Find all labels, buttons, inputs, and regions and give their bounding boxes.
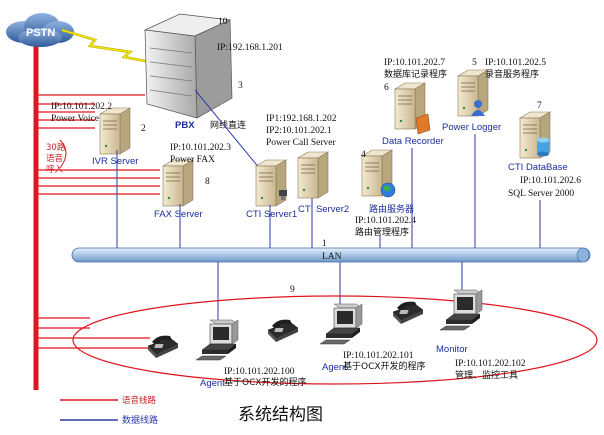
label-7: 7 (537, 101, 542, 111)
cti-ip1: IP1:192.168.1.202 (266, 114, 337, 124)
database-cylinder-icon (537, 137, 549, 157)
legend-data-label: 数据线路 (122, 414, 158, 426)
power-logger-icon (457, 69, 489, 117)
diagram-title: 系统结构图 (238, 405, 323, 425)
inbound-30-label: 30路 (46, 142, 66, 153)
agent2-app: 基于OCX开发的程序 (343, 360, 426, 372)
ivr-ip: IP:10.101.202.2 (51, 102, 112, 112)
database-ip: IP:10.101.202.6 (520, 176, 581, 186)
pstn-cloud-icon (6, 13, 74, 47)
monitor-ip: IP:10.101.202.102 (455, 359, 526, 369)
fax-ip: IP:10.101.202.3 (170, 143, 231, 153)
cti-server1-label: CTI Server1 (246, 209, 297, 220)
agent-group-ellipse (72, 295, 598, 385)
fax-app: Power FAX (170, 155, 215, 165)
cti-link-icon (279, 190, 287, 200)
voice-bracket (59, 139, 67, 169)
power-logger-label: Power Logger (442, 122, 501, 133)
recorder-ip: IP:10.101.202.7 (384, 58, 445, 68)
database-app: SQL Server 2000 (508, 189, 574, 199)
agent2-pc-icon (319, 303, 363, 345)
logger-ip: IP:10.101.202.5 (485, 58, 546, 68)
agent1-pc-icon (195, 319, 239, 361)
pstn-label: PSTN (26, 27, 55, 39)
label-2: 2 (141, 124, 146, 134)
direct-link-label: 网线直连 (210, 119, 246, 131)
router-ip: IP:10.101.202.4 (355, 216, 416, 226)
globe-icon (380, 182, 396, 198)
data-lines (116, 134, 541, 322)
label-5: 5 (472, 58, 477, 68)
label-8: 8 (205, 177, 210, 187)
inbound-call-label: 呼入 (46, 164, 64, 175)
inbound-voice-label: 语音 (46, 153, 64, 164)
agent2-label: Agent (322, 362, 347, 373)
label-6: 6 (384, 83, 389, 93)
lan-bus (71, 247, 591, 263)
data-recorder-label: Data Recorder (382, 136, 444, 147)
agent1-phone-icon (147, 335, 179, 359)
router-label: 路由服务器 (369, 203, 414, 215)
pbx-ip: IP:192.168.1.201 (217, 43, 283, 53)
agent1-ip: IP:10.101.202.100 (224, 367, 295, 377)
fax-server-label: FAX Server (154, 209, 203, 220)
database-tray-icon (415, 113, 431, 135)
agent2-ip: IP:10.101.202.101 (343, 351, 414, 361)
pbx-label: PBX (175, 120, 195, 131)
lightning-link (61, 28, 151, 64)
ivr-server-icon (99, 107, 131, 155)
logger-app: 录音服务程序 (485, 68, 539, 80)
monitor-pc-icon (439, 289, 483, 331)
user-icon (471, 100, 485, 116)
label-4: 4 (361, 150, 366, 160)
direct-cable (194, 89, 266, 176)
agent1-app: 基于OCX开发的程序 (224, 376, 307, 388)
label-9: 9 (290, 285, 295, 295)
label-10: 10 (218, 17, 228, 27)
label-3: 3 (238, 81, 243, 91)
cti-app: Power Call Server (266, 138, 336, 148)
router-app: 路由管理程序 (355, 226, 409, 238)
cti-server2-icon (297, 151, 329, 199)
agent1-label: Agent (200, 378, 225, 389)
monitor-phone-icon (392, 301, 424, 325)
lan-label: LAN (322, 252, 342, 262)
ivr-server-label: IVR Server (92, 156, 138, 167)
cti-server2-label: CTI Server2 (298, 204, 349, 215)
ivr-app: Power Voice (51, 114, 99, 124)
fax-server-icon (162, 159, 194, 207)
agent2-phone-icon (267, 319, 299, 343)
label-1: 1 (322, 239, 327, 249)
monitor-label: Monitor (436, 344, 468, 355)
pbx-cabinet (143, 13, 233, 119)
cti-ip2: IP2:10.101.202.1 (266, 126, 332, 136)
legend-voice-label: 语音线路 (122, 395, 157, 406)
monitor-app: 管理、监控工具 (455, 369, 518, 381)
cti-database-label: CTI DataBase (508, 162, 568, 173)
recorder-app: 数据库记录程序 (384, 68, 447, 80)
voice-lines (36, 94, 160, 349)
